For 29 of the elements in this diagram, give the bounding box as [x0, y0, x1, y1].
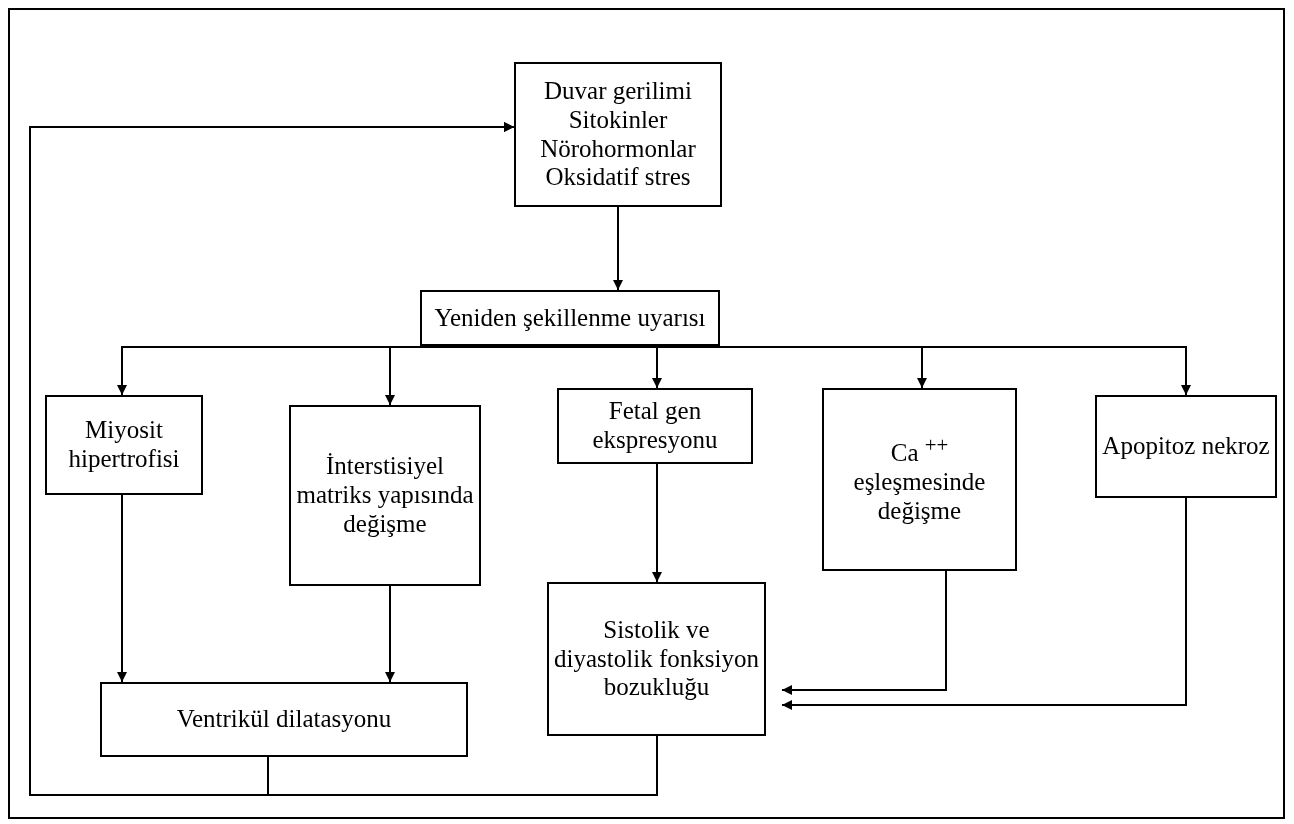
process-box [420, 290, 720, 346]
arrow [613, 206, 623, 291]
arrow [652, 463, 662, 583]
box-text: Apopitoz nekroz [1102, 432, 1270, 461]
process-box [289, 405, 481, 586]
box-text: Fetal gen ekspresyonu [591, 397, 719, 455]
process-box [45, 395, 203, 495]
box-text: Duvar gerilimi [544, 77, 692, 106]
process-box [547, 582, 766, 736]
process-box [1095, 395, 1277, 498]
box-text: Oksidatif stres [545, 163, 691, 192]
arrow [385, 585, 395, 683]
arrow [652, 345, 662, 389]
box-text: Yeniden şekillenme uyarısı [434, 303, 706, 333]
factor-box [514, 62, 722, 207]
arrow [781, 570, 947, 695]
arrow [781, 497, 1187, 710]
process-box [557, 388, 753, 464]
box-text: Nörohormonlar [540, 134, 696, 164]
box-text: Miyosit hipertrofisi [67, 416, 181, 474]
arrow [117, 494, 127, 683]
box-text: İnterstisiyel matriks yapısında değişme [295, 452, 475, 539]
box-text: Sitokinler [568, 105, 668, 135]
box-text: Sistolik ve diyastolik fonksiyon bozukluğu [553, 615, 760, 703]
arrow [29, 122, 658, 796]
process-box [822, 388, 1017, 571]
box-text: Ventrikül dilatasyonu [176, 705, 392, 734]
box-text: Ca $^{++}$ eşleşmesinde değişme [852, 433, 987, 526]
process-box [100, 682, 468, 757]
